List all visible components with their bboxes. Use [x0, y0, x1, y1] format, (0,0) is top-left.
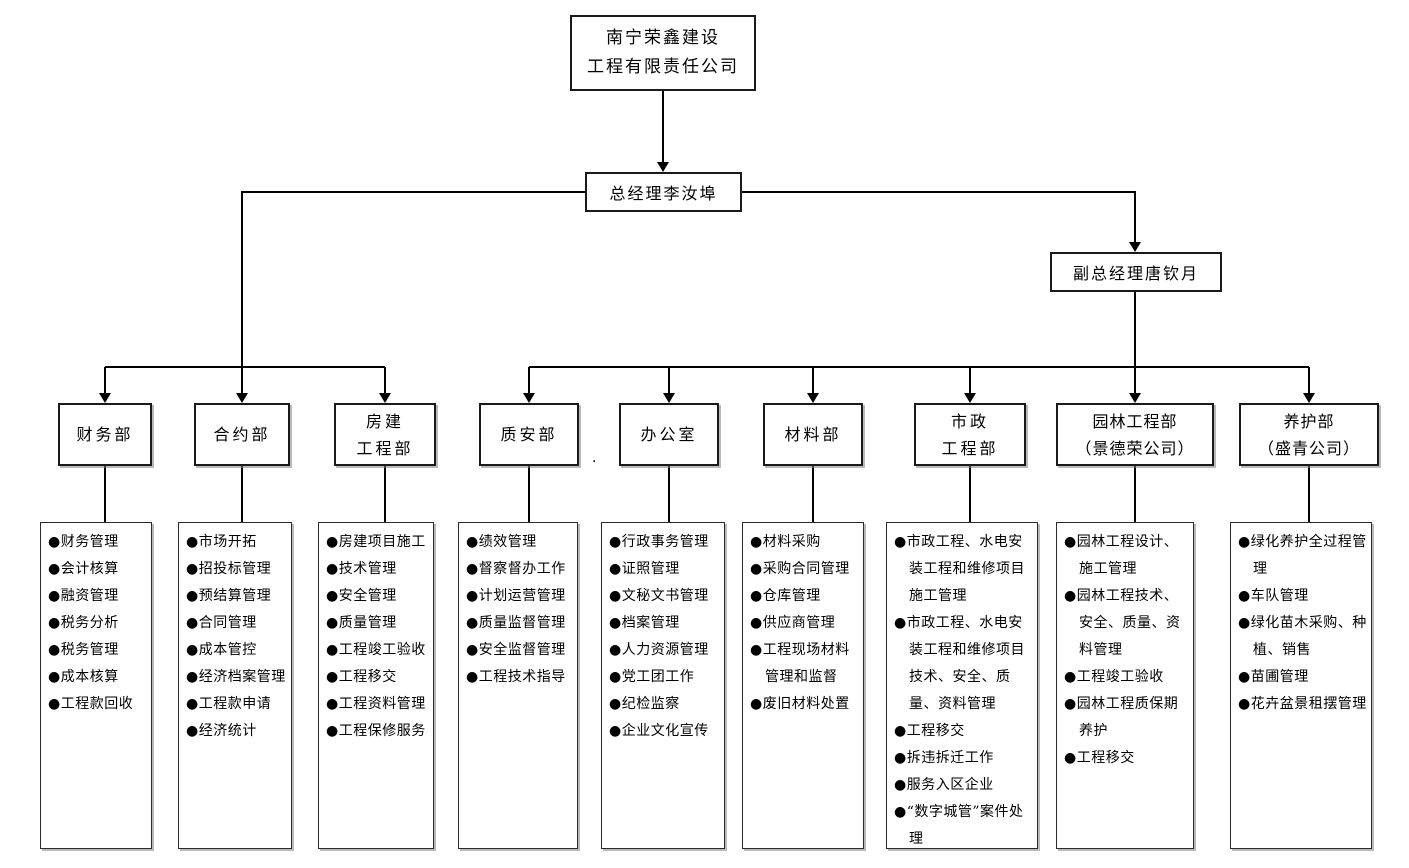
dept-name-line: 材料部: [784, 425, 842, 444]
dept-name-line: 合约部: [213, 425, 271, 444]
duty-list-landscape-eng: 园林工程设计、施工管理园林工程技术、安全、质量、资料管理工程竣工验收园林工程质保…: [1056, 522, 1194, 849]
duty-item: 工程保修服务: [326, 718, 430, 745]
dept-name-line: 市政: [950, 411, 989, 431]
general-manager-label: 总经理李汝埠: [609, 184, 718, 203]
duty-item: 苗圃管理: [1238, 664, 1368, 691]
duty-item: “数字城管”案件处理: [894, 799, 1034, 848]
dept-name-line: 园林工程部: [1092, 411, 1178, 431]
duty-item: 税务管理: [48, 637, 148, 664]
duty-item: 预结算管理: [186, 583, 288, 610]
duty-item: 招投标管理: [186, 556, 288, 583]
duty-list-finance: 财务管理会计核算融资管理税务分析税务管理成本核算工程款回收: [40, 522, 152, 849]
duty-item: 行政事务管理: [609, 529, 721, 556]
duty-item: 工程技术指导: [466, 664, 574, 691]
deputy-general-manager-box: 副总经理唐钦月: [1050, 252, 1222, 292]
duty-item: 服务入区企业: [894, 772, 1034, 799]
duty-item: 市政工程、水电安装工程和维修项目施工管理: [894, 529, 1034, 610]
duty-item: 合同管理: [186, 610, 288, 637]
duty-item: 房建项目施工: [326, 529, 430, 556]
duty-item: 纪检监察: [609, 691, 721, 718]
dept-box-landscape-eng: 园林工程部 （景德荣公司）: [1056, 403, 1214, 466]
duty-item: 党工团工作: [609, 664, 721, 691]
dept-box-contracts: 合约部: [194, 403, 290, 466]
dept-box-quality-safety: 质安部: [479, 403, 579, 466]
duty-item: 工程现场材料管理和监督: [750, 637, 860, 691]
company-root-box: 南宁荣鑫建设工程有限责任公司: [570, 15, 756, 91]
duty-list-quality-safety: 绩效管理督察督办工作计划运营管理质量监督管理安全监督管理工程技术指导: [458, 522, 578, 849]
company-name-line: 工程有限责任公司: [587, 57, 739, 77]
duty-item: 督察督办工作: [466, 556, 574, 583]
duty-item: 成本核算: [48, 664, 148, 691]
company-name-line: 南宁荣鑫建设: [606, 28, 720, 48]
duty-item: 技术管理: [326, 556, 430, 583]
duty-item: 档案管理: [609, 610, 721, 637]
duty-item: 会计核算: [48, 556, 148, 583]
duty-item: 绿化养护全过程管理: [1238, 529, 1368, 583]
duty-item: 仓库管理: [750, 583, 860, 610]
duty-item: 质量监督管理: [466, 610, 574, 637]
duty-item: 安全管理: [326, 583, 430, 610]
deputy-general-manager-label: 副总经理唐钦月: [1072, 264, 1199, 283]
duty-item: 废旧材料处置: [750, 691, 860, 718]
duty-item: 工程款回收: [48, 691, 148, 718]
duty-item: 文秘文书管理: [609, 583, 721, 610]
duty-item: 成本管控: [186, 637, 288, 664]
duty-item: 财务管理: [48, 529, 148, 556]
duty-item: 安全监督管理: [466, 637, 574, 664]
duty-item: 材料采购: [750, 529, 860, 556]
dept-box-housing-eng: 房建工程部: [334, 403, 436, 466]
duty-item: 税务分析: [48, 610, 148, 637]
duty-list-materials: 材料采购采购合同管理仓库管理供应商管理工程现场材料管理和监督废旧材料处置: [742, 522, 864, 849]
duty-item: 市场开拓: [186, 529, 288, 556]
duty-item: 花卉盆景租摆管理: [1238, 691, 1368, 718]
duty-item: 采购合同管理: [750, 556, 860, 583]
duty-item: 人力资源管理: [609, 637, 721, 664]
duty-list-contracts: 市场开拓招投标管理预结算管理合同管理成本管控经济档案管理工程款申请经济统计: [178, 522, 292, 849]
stray-period-artifact: .: [592, 450, 597, 466]
duty-item: 园林工程质保期养护: [1064, 691, 1190, 745]
dept-name-line: 房建: [365, 411, 404, 431]
duty-item: 供应商管理: [750, 610, 860, 637]
dept-box-materials: 材料部: [763, 403, 863, 466]
duty-item: 拆违拆迁工作: [894, 745, 1034, 772]
duty-item: 园林工程设计、施工管理: [1064, 529, 1190, 583]
duty-list-office: 行政事务管理证照管理文秘文书管理档案管理人力资源管理党工团工作纪检监察企业文化宣…: [601, 522, 725, 849]
dept-box-office: 办公室: [619, 403, 719, 466]
duty-item: 工程竣工验收: [326, 637, 430, 664]
duty-item: 绿化苗木采购、种植、销售: [1238, 610, 1368, 664]
duty-item: 计划运营管理: [466, 583, 574, 610]
dept-name-line: （景德荣公司）: [1075, 438, 1195, 458]
duty-item: 市政工程、水电安装工程和维修项目技术、安全、质量、资料管理: [894, 610, 1034, 718]
duty-item: 证照管理: [609, 556, 721, 583]
duty-item: 质量管理: [326, 610, 430, 637]
general-manager-box: 总经理李汝埠: [585, 172, 742, 212]
dept-name-line: 工程部: [941, 438, 999, 458]
dept-box-municipal-eng: 市政工程部: [914, 403, 1026, 466]
duty-item: 工程资料管理: [326, 691, 430, 718]
duty-item: 经济统计: [186, 718, 288, 745]
duty-item: 企业文化宣传: [609, 718, 721, 745]
dept-box-maintenance: 养护部 （盛青公司）: [1239, 403, 1379, 466]
duty-item: 绩效管理: [466, 529, 574, 556]
duty-item: 工程款申请: [186, 691, 288, 718]
duty-item: 融资管理: [48, 583, 148, 610]
duty-item: 工程竣工验收: [1064, 664, 1190, 691]
duty-item: 工程移交: [894, 718, 1034, 745]
dept-name-line: 养护部: [1283, 411, 1335, 431]
dept-name-line: 质安部: [500, 425, 558, 444]
duty-list-maintenance: 绿化养护全过程管理车队管理绿化苗木采购、种植、销售苗圃管理花卉盆景租摆管理: [1230, 522, 1372, 849]
duty-list-housing-eng: 房建项目施工技术管理安全管理质量管理工程竣工验收工程移交工程资料管理工程保修服务: [318, 522, 434, 849]
duty-item: 经济档案管理: [186, 664, 288, 691]
duty-item: 工程移交: [1064, 745, 1190, 772]
dept-name-line: 财务部: [76, 425, 134, 444]
duty-list-municipal-eng: 市政工程、水电安装工程和维修项目施工管理市政工程、水电安装工程和维修项目技术、安…: [886, 522, 1038, 849]
duty-item: 工程移交: [326, 664, 430, 691]
duty-item: 园林工程技术、安全、质量、资料管理: [1064, 583, 1190, 664]
dept-box-finance: 财务部: [58, 403, 152, 466]
duty-item: 车队管理: [1238, 583, 1368, 610]
dept-name-line: 办公室: [640, 425, 698, 444]
dept-name-line: 工程部: [356, 438, 414, 458]
dept-name-line: （盛青公司）: [1257, 438, 1360, 458]
